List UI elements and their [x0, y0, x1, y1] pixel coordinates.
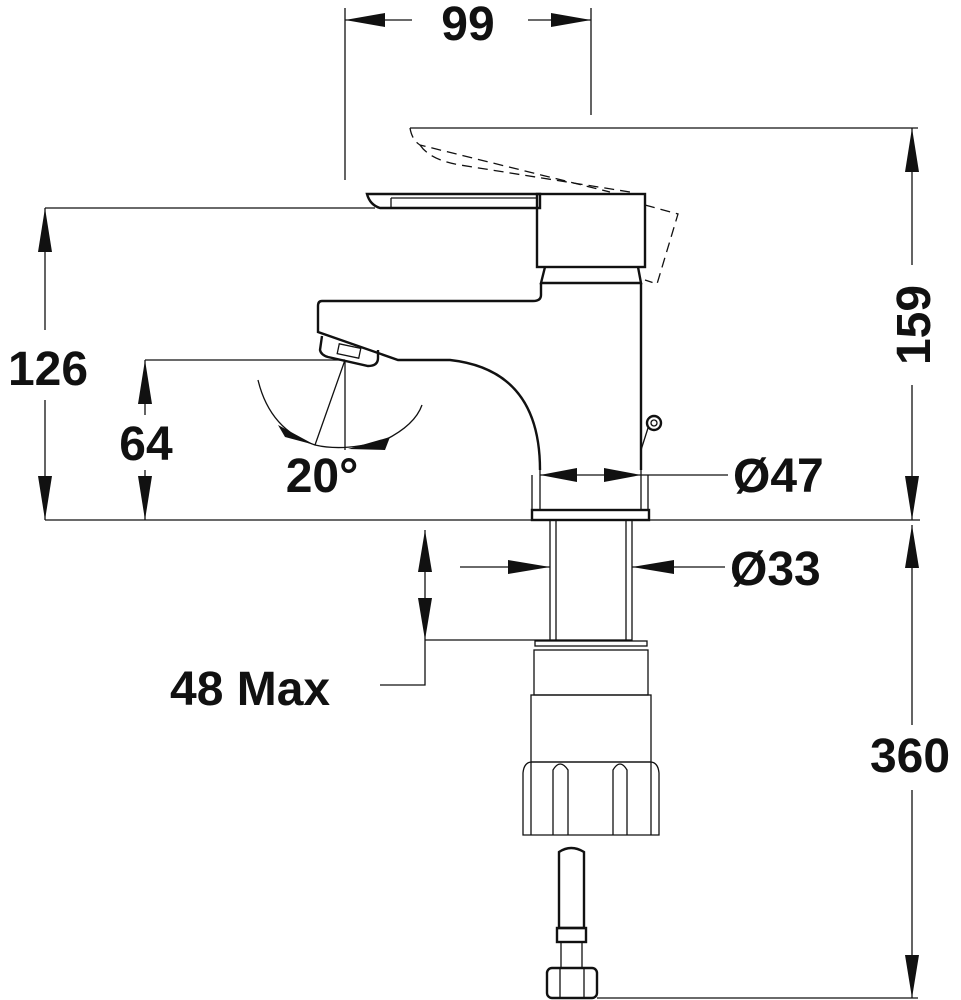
dimension-label-48-max: 48 Max: [170, 663, 330, 716]
dimension-label-64: 64: [119, 418, 173, 471]
dimension-height-159: 159: [410, 127, 941, 520]
dimension-label-diameter-47: Ø47: [733, 450, 824, 503]
dimension-angle-20: 20°: [257, 359, 423, 503]
dimension-label-diameter-33: Ø33: [730, 543, 821, 596]
mounting-nut: [522, 640, 660, 836]
flexible-hose: [545, 846, 599, 1000]
dimension-label-20-degrees: 20°: [286, 450, 359, 503]
dimension-label-126: 126: [8, 343, 88, 396]
dimension-label-159: 159: [888, 285, 941, 365]
dimension-height-126: 126: [8, 207, 375, 520]
dimension-height-64: 64: [119, 359, 345, 520]
faucet-body: [316, 127, 679, 522]
dimension-label-99: 99: [441, 0, 494, 51]
dimension-diameter-47: Ø47: [540, 450, 824, 503]
shank: [549, 519, 633, 641]
dimension-hose-360: 360: [597, 525, 950, 999]
dimension-label-360: 360: [870, 730, 950, 783]
dimension-width-99: 99: [344, 0, 592, 180]
dimension-diameter-33: Ø33: [460, 543, 821, 596]
dimension-48-max: 48 Max: [170, 530, 550, 716]
